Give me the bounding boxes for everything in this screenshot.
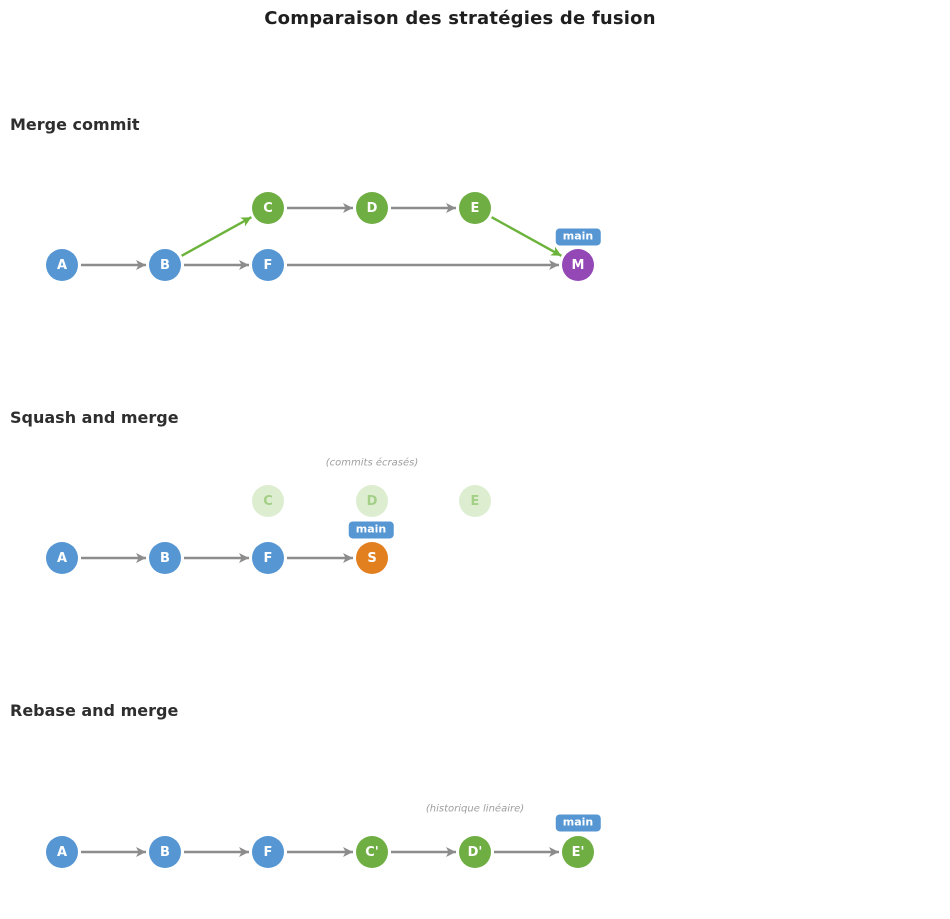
branch-badge-main: main bbox=[555, 814, 601, 832]
commit-node-m: M bbox=[562, 249, 594, 281]
commit-node-e-prime: E' bbox=[562, 836, 594, 868]
commit-node-c-faded: C bbox=[252, 485, 284, 517]
section-heading-rebase-and-merge: Rebase and merge bbox=[10, 701, 179, 720]
edge-e-to-m bbox=[491, 216, 562, 257]
branch-badge-main: main bbox=[555, 228, 601, 246]
commit-node-c: C bbox=[252, 192, 284, 224]
commit-node-b: B bbox=[149, 836, 181, 868]
commit-node-b: B bbox=[149, 542, 181, 574]
commit-node-e-faded: E bbox=[459, 485, 491, 517]
commit-node-b: B bbox=[149, 249, 181, 281]
commit-node-a: A bbox=[46, 836, 78, 868]
commit-node-d-faded: D bbox=[356, 485, 388, 517]
page-title: Comparaison des stratégies de fusion bbox=[264, 8, 656, 29]
commit-node-s: S bbox=[356, 542, 388, 574]
commit-node-a: A bbox=[46, 249, 78, 281]
commit-node-f: F bbox=[252, 542, 284, 574]
section-heading-merge-commit: Merge commit bbox=[10, 115, 140, 134]
commit-node-f: F bbox=[252, 249, 284, 281]
commit-node-d: D bbox=[356, 192, 388, 224]
edge-b-to-c bbox=[181, 216, 252, 257]
annotation-commits-cras-s: (commits écrasés) bbox=[325, 457, 419, 469]
commit-node-d-prime: D' bbox=[459, 836, 491, 868]
commit-node-c-prime: C' bbox=[356, 836, 388, 868]
commit-node-e: E bbox=[459, 192, 491, 224]
section-heading-squash-and-merge: Squash and merge bbox=[10, 408, 179, 427]
branch-badge-main: main bbox=[348, 521, 394, 539]
annotation-historique-lin-aire: (historique linéaire) bbox=[425, 803, 525, 815]
commit-node-f: F bbox=[252, 836, 284, 868]
commit-node-a: A bbox=[46, 542, 78, 574]
